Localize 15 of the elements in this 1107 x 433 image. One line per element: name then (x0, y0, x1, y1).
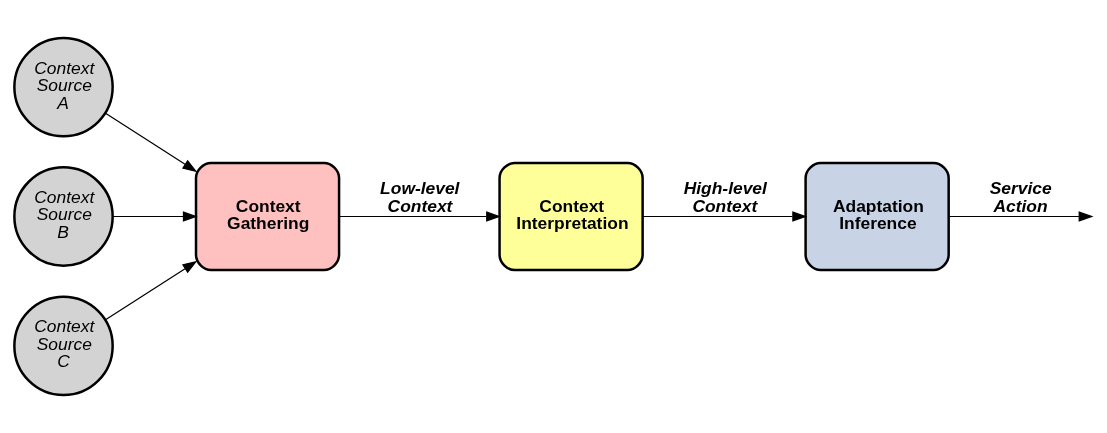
edge-label: Low-level Context (380, 178, 460, 216)
edge-label: High-level Context (683, 178, 767, 216)
node-circle: Context Source A (13, 36, 114, 138)
node-box: Context Gathering (194, 161, 341, 272)
edge-label: Service Action (989, 178, 1052, 216)
arrow (338, 211, 502, 222)
node-box: Context Interpretation (498, 161, 644, 272)
arrow (948, 211, 1094, 222)
arrow (104, 112, 198, 173)
arrow (642, 211, 808, 222)
arrow (104, 260, 198, 321)
node-box: Adaptation Inference (804, 161, 950, 272)
node-circle: Context Source B (13, 166, 114, 267)
arrow (112, 211, 198, 222)
node-circle: Context Source C (13, 295, 114, 397)
